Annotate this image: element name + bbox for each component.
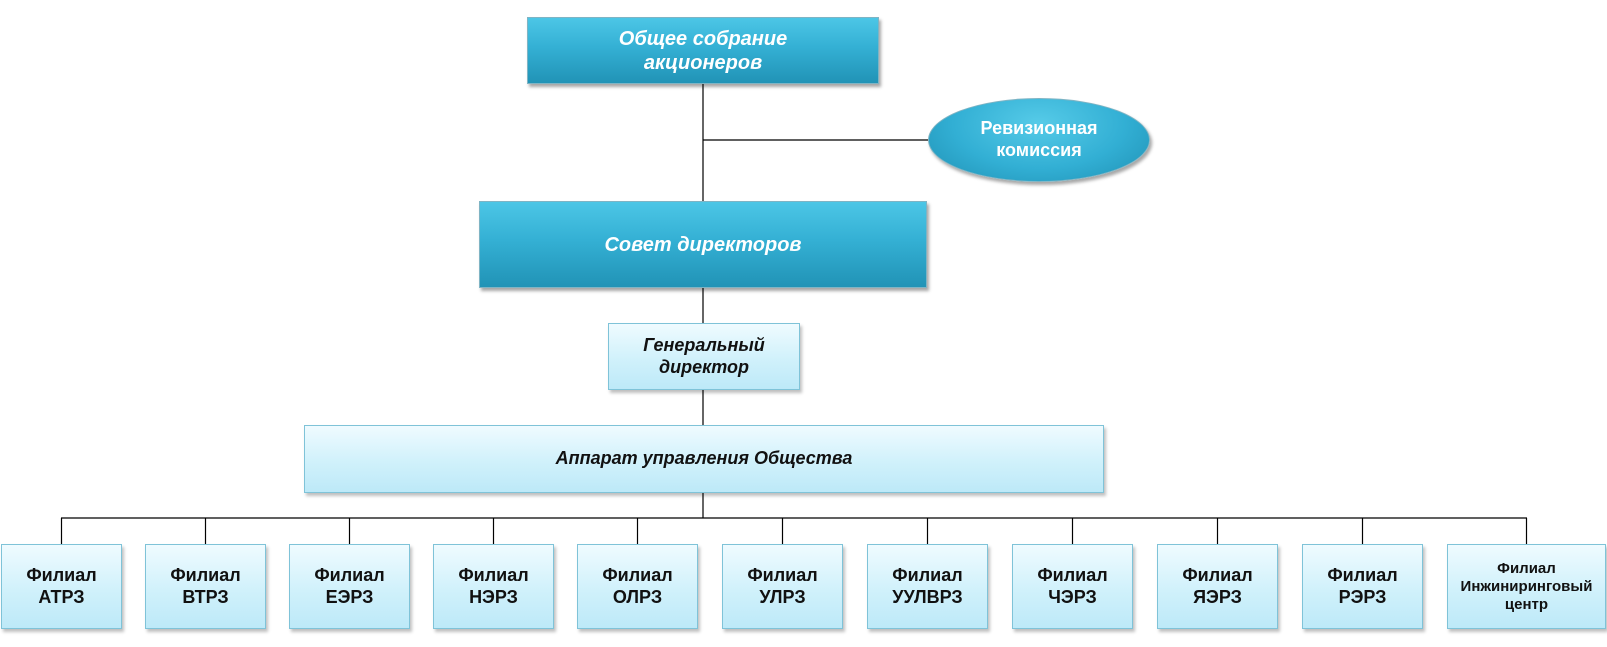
- management-apparatus-node: Аппарат управления Общества: [304, 425, 1104, 493]
- shareholders-meeting-node: Общее собрание акционеров: [527, 17, 879, 84]
- branch-label: Филиал ЯЭРЗ: [1182, 564, 1253, 607]
- branch-label: Филиал ОЛРЗ: [602, 564, 673, 607]
- general-director-label: Генеральный директор: [643, 334, 765, 377]
- branch-label: Филиал Инжиниринговый центр: [1460, 559, 1593, 613]
- general-director-node: Генеральный директор: [608, 323, 800, 390]
- branch-rerz-node: Филиал РЭРЗ: [1302, 544, 1423, 629]
- audit-commission-node: Ревизионная комиссия: [928, 98, 1150, 182]
- branch-engineering-center-node: Филиал Инжиниринговый центр: [1447, 544, 1606, 629]
- management-apparatus-label: Аппарат управления Общества: [555, 448, 853, 469]
- branch-cherz-node: Филиал ЧЭРЗ: [1012, 544, 1133, 629]
- shareholders-meeting-label: Общее собрание акционеров: [618, 27, 788, 74]
- branch-yaerz-node: Филиал ЯЭРЗ: [1157, 544, 1278, 629]
- branch-label: Филиал УЛРЗ: [747, 564, 818, 607]
- branch-label: Филиал ВТРЗ: [170, 564, 241, 607]
- branch-label: Филиал ЕЭРЗ: [314, 564, 385, 607]
- branch-label: Филиал УУЛВРЗ: [892, 564, 963, 607]
- branch-ulrz-node: Филиал УЛРЗ: [722, 544, 843, 629]
- branch-atrz-node: Филиал АТРЗ: [1, 544, 122, 629]
- board-of-directors-label: Совет директоров: [604, 233, 802, 256]
- branch-label: Филиал АТРЗ: [26, 564, 97, 607]
- branch-uulvrz-node: Филиал УУЛВРЗ: [867, 544, 988, 629]
- branch-label: Филиал ЧЭРЗ: [1037, 564, 1108, 607]
- branch-olrz-node: Филиал ОЛРЗ: [577, 544, 698, 629]
- branch-eerz-node: Филиал ЕЭРЗ: [289, 544, 410, 629]
- branch-nerz-node: Филиал НЭРЗ: [433, 544, 554, 629]
- audit-commission-label: Ревизионная комиссия: [980, 118, 1098, 160]
- branch-label: Филиал НЭРЗ: [458, 564, 529, 607]
- board-of-directors-node: Совет директоров: [479, 201, 927, 288]
- branch-label: Филиал РЭРЗ: [1327, 564, 1398, 607]
- branch-vtrz-node: Филиал ВТРЗ: [145, 544, 266, 629]
